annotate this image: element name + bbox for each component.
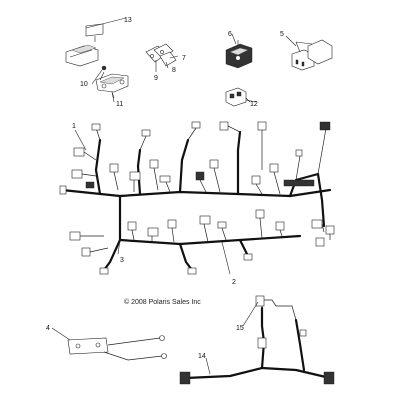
callout-11: 11	[116, 101, 123, 108]
main-wiring-harness[interactable]	[59, 121, 335, 275]
callout-5: 5	[280, 31, 284, 38]
callout-7: 7	[182, 55, 186, 62]
callout-9: 9	[154, 75, 158, 82]
callout-1: 1	[72, 123, 76, 130]
callout-4: 4	[46, 325, 50, 332]
callouts: 1 2 3 4 5 6 7 8 9 10 11 12 13 14 15	[46, 17, 284, 360]
part-13-fuse-block[interactable]	[65, 23, 104, 67]
callout-6: 6	[228, 31, 232, 38]
leader-lines	[51, 17, 297, 375]
callout-12: 12	[250, 101, 258, 108]
callout-2: 2	[232, 279, 236, 286]
part-6-relay[interactable]	[225, 40, 253, 69]
copyright-text: © 2008 Polaris Sales Inc	[124, 298, 201, 306]
callout-15: 15	[236, 325, 244, 332]
callout-13: 13	[124, 17, 132, 24]
part-5-relays[interactable]	[291, 39, 333, 71]
callout-8: 8	[172, 67, 176, 74]
part-12-connector[interactable]	[225, 87, 257, 107]
part-7-8-9-terminals[interactable]	[145, 43, 179, 72]
part-4-strap[interactable]	[67, 335, 167, 361]
callout-3: 3	[120, 257, 124, 264]
part-10-11-bracket[interactable]	[95, 65, 129, 99]
part-14-15-sub-harness[interactable]	[179, 295, 335, 385]
callout-14: 14	[198, 353, 206, 360]
callout-10: 10	[80, 81, 88, 88]
